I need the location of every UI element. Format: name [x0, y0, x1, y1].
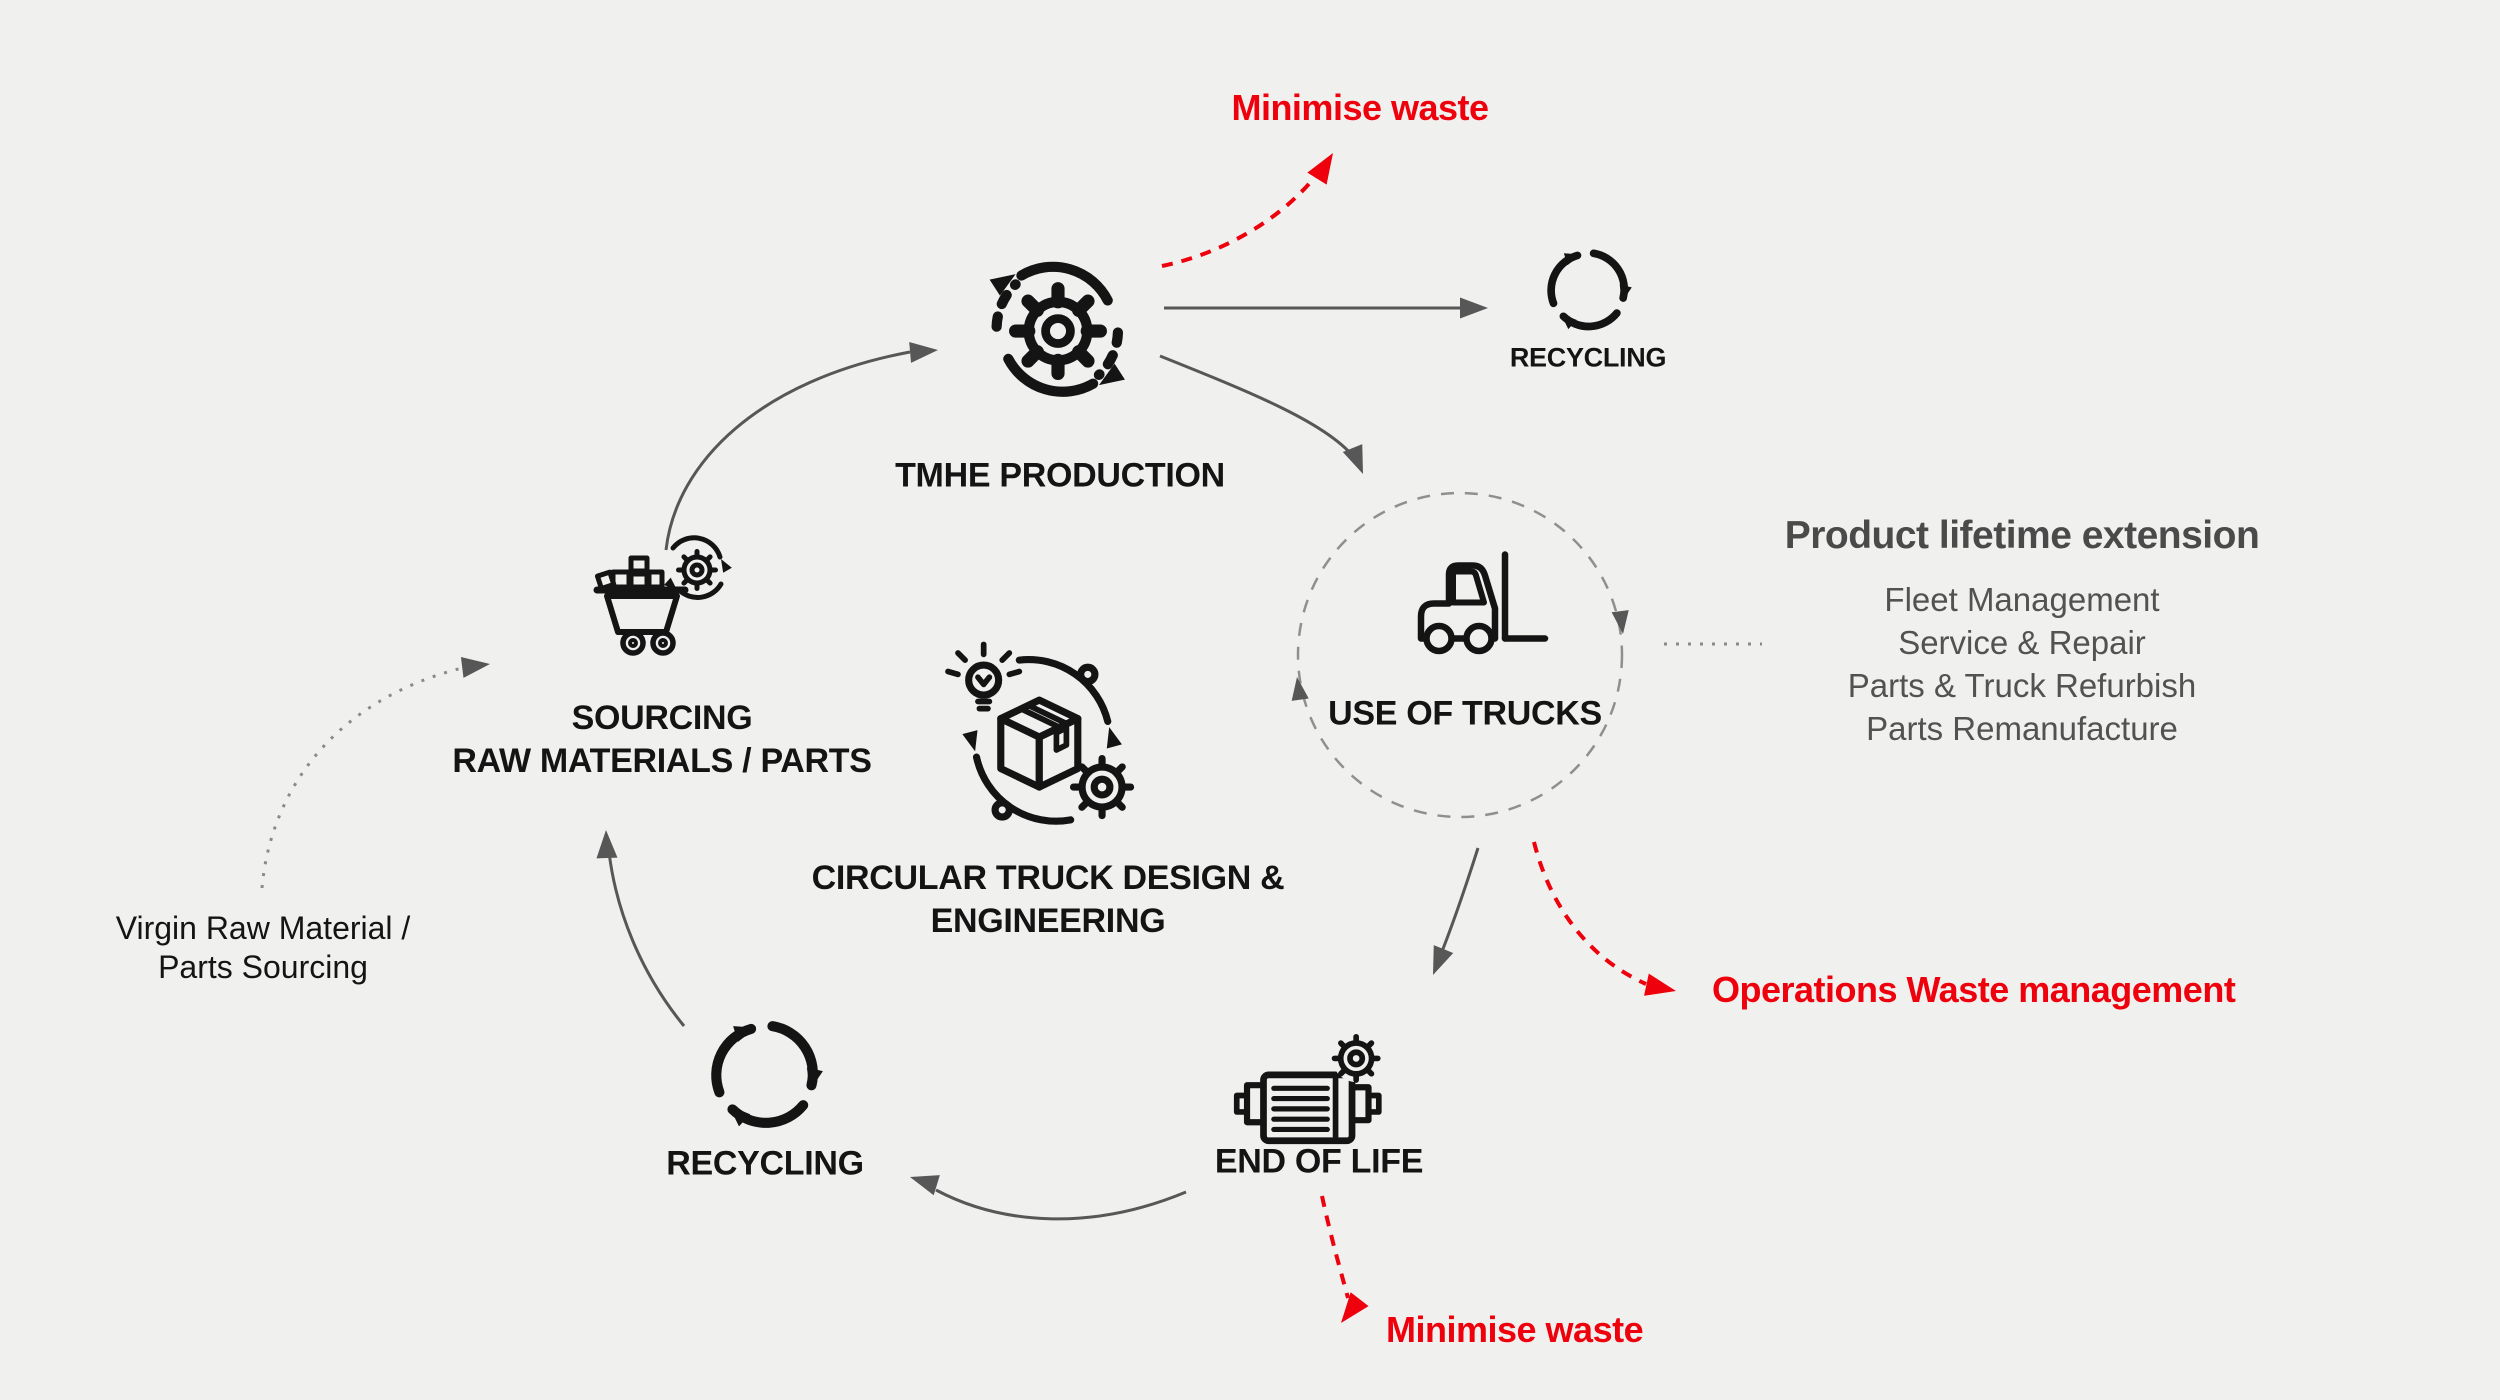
virgin-sourcing-line1: Virgin Raw Material /: [115, 910, 411, 946]
production-gear-cycle-icon: [963, 239, 1153, 429]
lifetime-item: Service & Repair: [1898, 624, 2146, 661]
gear-glyph: [1069, 754, 1135, 820]
virgin-sourcing-line2: Parts Sourcing: [158, 949, 368, 985]
sourcing-label-line2: RAW MATERIALS / PARTS: [452, 742, 872, 780]
arrow-endoflife-to-recycling: [935, 1188, 1187, 1221]
package-glyph: [997, 696, 1082, 791]
design-engineering-icon: [945, 641, 1145, 837]
dotted-arrow-virgin-to-sourcing: [260, 665, 467, 889]
end-of-life-motor-icon: [1229, 1032, 1404, 1161]
design-label-line1: CIRCULAR TRUCK DESIGN &: [811, 859, 1285, 897]
lightbulb-glyph: [945, 641, 1023, 712]
end-of-life-label: END OF LIFE: [1214, 1142, 1424, 1181]
operations-waste-note: Operations Waste management: [1712, 969, 2236, 1010]
red-arrow-operations-waste: [1532, 841, 1647, 986]
recycling-bottom-label: RECYCLING: [666, 1144, 864, 1183]
product-lifetime-items: Fleet Management Service & Repair Parts …: [1785, 578, 2260, 750]
arrow-sourcing-to-production: [664, 350, 911, 551]
lifetime-item: Parts & Truck Refurbish: [1847, 667, 2197, 704]
arrow-use-to-endoflife: [1439, 847, 1480, 955]
forklift-icon: [1383, 545, 1553, 670]
sourcing-label-line1: SOURCING: [571, 699, 753, 737]
design-label-line2: ENGINEERING: [930, 902, 1166, 940]
product-lifetime-title: Product lifetime extension: [1784, 514, 2260, 557]
lifetime-item: Fleet Management: [1884, 581, 2160, 618]
red-arrow-minimise-waste-bottom: [1320, 1195, 1350, 1299]
red-arrow-minimise-waste-top: [1161, 168, 1322, 268]
use-of-trucks-label: USE OF TRUCKS: [1328, 694, 1602, 733]
arrow-recycling-to-sourcing: [607, 851, 686, 1027]
virgin-sourcing-note: Virgin Raw Material / Parts Sourcing: [116, 909, 411, 987]
minimise-waste-top-note: Minimise waste: [1231, 87, 1489, 128]
sourcing-label: SOURCING RAW MATERIALS / PARTS: [452, 697, 872, 783]
production-label: TMHE PRODUCTION: [895, 456, 1225, 495]
arrow-production-to-use: [1159, 354, 1358, 461]
use-of-trucks-dashed-circle: [1296, 491, 1624, 819]
design-label: CIRCULAR TRUCK DESIGN & ENGINEERING: [812, 857, 1285, 943]
minimise-waste-bottom-note: Minimise waste: [1386, 1309, 1644, 1350]
product-lifetime-panel: Product lifetime extension Fleet Managem…: [1785, 512, 2260, 750]
recycling-top-label: RECYCLING: [1509, 342, 1667, 373]
sourcing-cart-icon: [585, 532, 735, 662]
recycling-top-icon: [1531, 231, 1646, 346]
recycling-bottom-icon: [689, 996, 841, 1148]
lifetime-item: Parts Remanufacture: [1866, 710, 2178, 747]
